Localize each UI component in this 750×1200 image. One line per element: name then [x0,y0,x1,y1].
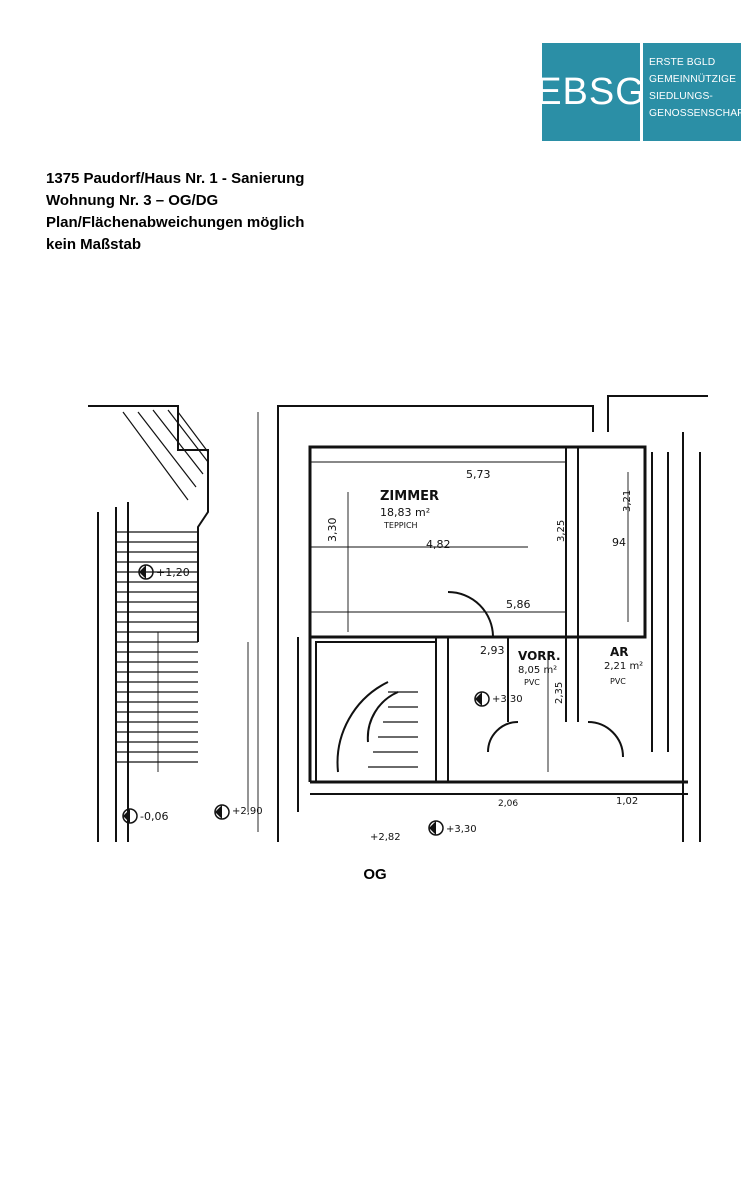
ebsg-logo: EBSG ERSTE BGLD GEMEINNÜTZIGE SIEDLUNGS-… [536,43,750,141]
room-area-zimmer: 18,83 m² [380,506,430,519]
room-floor-zimmer: TEPPICH [383,521,418,530]
dimension-label: 3,21 [622,490,633,512]
dimension-label: 2,93 [480,644,505,657]
dimension-label: 1,02 [616,796,638,807]
deviation-note: Plan/Flächenabweichungen möglich [46,214,305,231]
dimension-label: 3,30 [326,518,339,543]
level-label: +1,20 [156,566,190,579]
dimension-label: 3,25 [556,520,567,542]
logo-name-line-2: GEMEINNÜTZIGE [649,74,737,85]
room-floor-vorr: PVC [524,678,540,687]
apartment-title: Wohnung Nr. 3 – OG/DG [46,192,219,209]
dimension-label: 94 [612,536,626,549]
room-name-ar: AR [610,645,629,659]
dimension-label: 2,35 [554,682,565,704]
plan-caption: OG [363,866,387,883]
room-area-vorr: 8,05 m² [518,665,557,676]
room-name-zimmer: ZIMMER [380,489,439,504]
level-label: +3,30 [446,824,477,835]
dimension-label: 2,06 [498,799,518,809]
logo-abbreviation: EBSG [536,43,645,141]
logo-name-line-1: ERSTE BGLD [649,57,716,68]
level-label: +2,90 [232,806,263,817]
floor-plan: ZIMMER 18,83 m² TEPPICH VORR. 8,05 m² PV… [88,395,708,842]
room-floor-ar: PVC [610,677,626,686]
room-area-ar: 2,21 m² [604,661,643,672]
logo-full-name: ERSTE BGLD GEMEINNÜTZIGE SIEDLUNGS- GENO… [643,43,750,141]
level-label: -0,06 [140,810,168,823]
logo-name-line-3: SIEDLUNGS- [649,91,713,102]
scale-note: kein Maßstab [46,236,142,253]
level-label: +2,82 [370,832,401,842]
room-name-vorr: VORR. [518,649,561,663]
dimension-label: 5,73 [466,468,491,481]
logo-name-line-4: GENOSSENSCHAFT [649,108,750,119]
level-label: +3,30 [492,694,523,705]
dimension-label: 4,82 [426,538,451,551]
document-header: 1375 Paudorf/Haus Nr. 1 - Sanierung Wohn… [46,168,304,256]
dimension-label: 5,86 [506,598,531,611]
project-title: 1375 Paudorf/Haus Nr. 1 - Sanierung [46,170,305,187]
